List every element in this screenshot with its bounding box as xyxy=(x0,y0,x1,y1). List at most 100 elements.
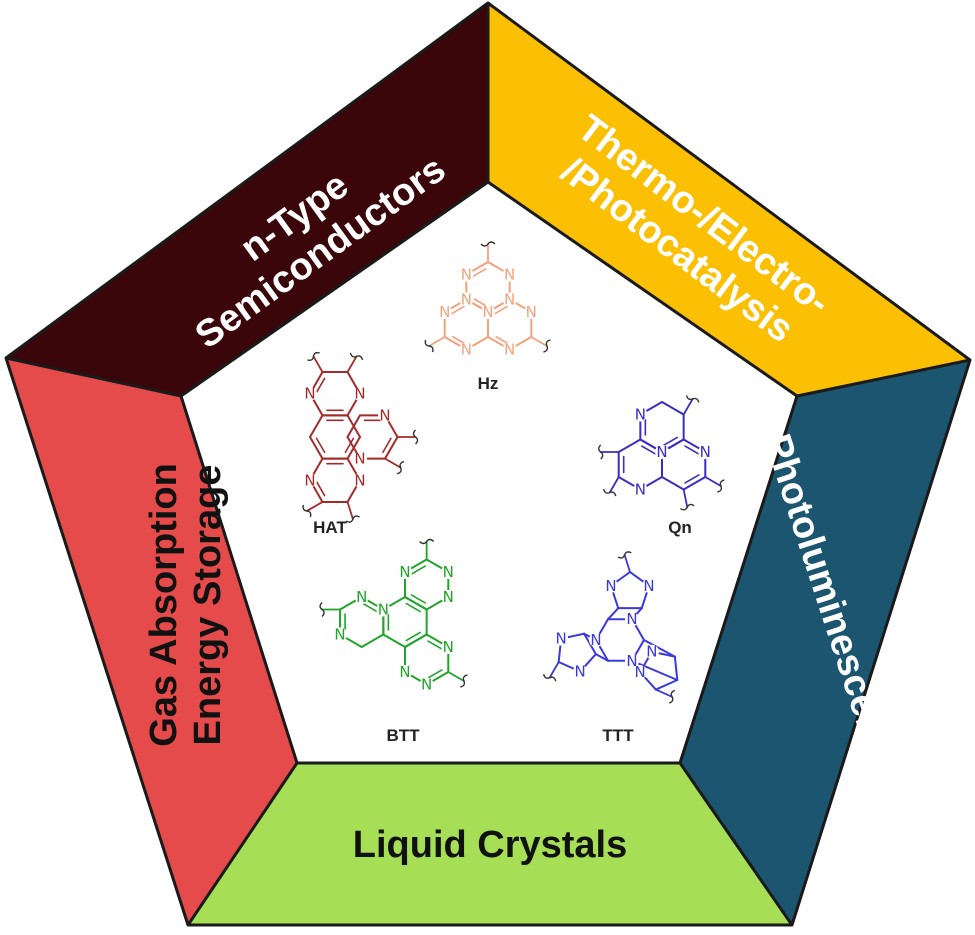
bond xyxy=(682,488,689,509)
bond xyxy=(617,438,642,453)
nitrogen-atom: N xyxy=(635,481,646,499)
nitrogen-atom: N xyxy=(634,663,645,681)
nitrogen-atom: N xyxy=(626,652,637,670)
bond xyxy=(346,414,361,438)
atom-mask xyxy=(459,342,474,357)
atom-mask xyxy=(589,633,603,647)
atom-mask xyxy=(655,445,669,459)
atom-mask xyxy=(397,665,412,679)
atom-mask xyxy=(502,342,517,357)
nitrogen-atom: N xyxy=(605,577,616,595)
wavy-bond-end xyxy=(598,444,604,460)
bond xyxy=(346,355,358,373)
bond xyxy=(384,457,402,469)
wavy-bond-end xyxy=(717,479,725,493)
bond xyxy=(427,669,443,679)
label-gas-absorption: Gas Absorption xyxy=(143,463,185,747)
nitrogen-atom: N xyxy=(399,663,410,681)
nitrogen-atom: N xyxy=(354,471,365,489)
inner-pentagon xyxy=(181,182,797,763)
bond xyxy=(306,501,324,512)
nitrogen-atom: N xyxy=(482,303,493,321)
bond xyxy=(530,336,548,347)
atom-mask xyxy=(642,578,657,593)
bond xyxy=(623,554,631,573)
bond xyxy=(312,355,324,373)
bond xyxy=(427,640,443,650)
nitrogen-atom: N xyxy=(700,443,711,461)
bond xyxy=(660,476,685,491)
nitrogen-atom: N xyxy=(354,385,365,403)
bond xyxy=(608,476,620,494)
atom-mask xyxy=(625,653,639,668)
nitrogen-atom: N xyxy=(575,663,586,681)
wavy-bond-end xyxy=(424,339,434,353)
wavy-bond-end xyxy=(419,538,435,545)
molecule-label-ttt: TTT xyxy=(602,726,634,745)
wavy-bond-end xyxy=(543,339,551,353)
bond xyxy=(382,437,392,454)
bond xyxy=(662,436,679,447)
bond xyxy=(643,639,676,658)
nitrogen-atom: N xyxy=(504,266,515,284)
atom-mask xyxy=(437,305,452,319)
bond xyxy=(410,565,427,575)
nitrogen-atom: N xyxy=(504,341,515,359)
nitrogen-atom: N xyxy=(556,630,567,648)
atom-mask xyxy=(441,565,456,579)
atom-mask xyxy=(644,644,659,659)
bond xyxy=(428,336,446,347)
atom-mask xyxy=(554,631,569,646)
atom-mask xyxy=(376,602,391,617)
panel-photoluminescence xyxy=(680,360,970,925)
wavy-bond-end xyxy=(668,689,676,704)
pentagon-outlines xyxy=(4,1,972,927)
nitrogen-atom: N xyxy=(643,577,654,595)
wavy-bond-end xyxy=(602,488,617,497)
panel-liquid-crystals xyxy=(188,763,792,925)
atom-mask xyxy=(502,267,517,282)
bond xyxy=(403,633,428,648)
wavy-bond-end xyxy=(345,515,360,523)
nitrogen-atom: N xyxy=(443,588,454,606)
nitrogen-atom: N xyxy=(656,443,667,461)
atom-mask xyxy=(441,590,456,604)
atom-mask xyxy=(353,451,367,466)
bond xyxy=(631,659,679,681)
nitrogen-atom: N xyxy=(504,291,515,309)
bond xyxy=(410,594,427,604)
bond xyxy=(315,480,326,497)
wavy-bond-end xyxy=(542,673,557,682)
bond xyxy=(449,305,465,316)
nitrogen-atom: N xyxy=(443,563,454,581)
atom-mask xyxy=(303,473,317,488)
nitrogen-atom: N xyxy=(439,303,450,321)
bond xyxy=(594,653,609,662)
nitrogen-atom: N xyxy=(334,626,345,644)
atom-mask xyxy=(419,677,434,692)
bond xyxy=(344,437,355,454)
bond xyxy=(607,607,620,621)
bond xyxy=(684,445,700,455)
bond xyxy=(682,398,694,416)
nitrogen-atom: N xyxy=(378,601,389,619)
wavy-bond-end xyxy=(480,241,496,247)
nitrogen-atom: N xyxy=(590,631,601,649)
wavy-bond-end xyxy=(412,429,419,445)
wavy-bond-end xyxy=(319,602,325,617)
atom-mask xyxy=(333,627,348,642)
label-liquid-crystals: Liquid Crystals xyxy=(353,824,628,866)
atom-mask xyxy=(524,305,539,319)
panel-n-type-semiconductors xyxy=(6,3,488,396)
bond xyxy=(405,602,422,613)
wavy-bond-end xyxy=(349,352,364,361)
wavy-bond-end xyxy=(685,395,700,403)
bond xyxy=(403,596,428,611)
bond xyxy=(382,633,406,648)
wavy-bond-end xyxy=(307,351,320,361)
atom-mask xyxy=(573,664,588,679)
label-energy-storage: Energy Storage xyxy=(187,465,229,746)
